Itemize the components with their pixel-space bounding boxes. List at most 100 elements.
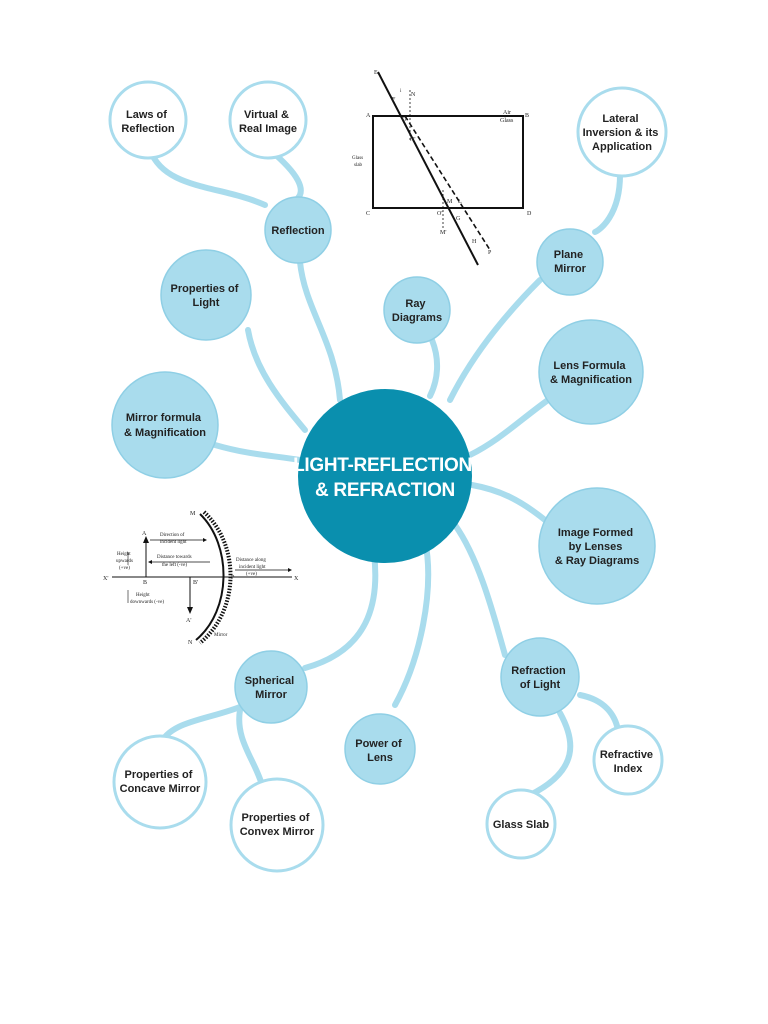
connector-mirror-formula: [212, 442, 303, 463]
power-of-lens-label: Power of Lens: [355, 738, 405, 764]
node-properties-convex[interactable]: Properties of Convex Mirror: [229, 777, 325, 873]
node-virtual-real-image[interactable]: Virtual & Real Image: [228, 80, 308, 160]
svg-text:Mirror: Mirror: [214, 633, 228, 638]
connector-ray-diagrams: [427, 337, 440, 399]
svg-text:G: G: [456, 216, 461, 222]
connector-refraction: [452, 522, 508, 658]
svg-text:incident light: incident light: [239, 565, 266, 570]
svg-text:Air: Air: [503, 110, 511, 116]
connector-laws: [147, 147, 268, 208]
svg-text:Direction of: Direction of: [160, 533, 185, 538]
connector-refractive: [577, 692, 621, 733]
central-node[interactable]: LIGHT-REFLECTION & REFRACTION: [293, 389, 477, 563]
svg-text:N: N: [411, 92, 416, 98]
svg-text:Glass: Glass: [500, 118, 514, 124]
laws-of-reflection-label: Laws of Reflection: [121, 109, 174, 135]
connector-properties-light: [245, 327, 308, 433]
svg-text:i: i: [400, 89, 402, 94]
mirror-formula-label: Mirror formula & Magnification: [124, 412, 206, 439]
ray-diagrams-label: Ray Diagrams: [392, 298, 442, 324]
node-laws-of-reflection[interactable]: Laws of Reflection: [108, 80, 188, 160]
spherical-mirror-label: Spherical Mirror: [245, 675, 298, 701]
lateral-inversion-label: Lateral Inversion & its Application: [583, 113, 662, 153]
fig-label-e: E: [374, 70, 378, 76]
svg-text:H: H: [472, 239, 477, 245]
node-lateral-inversion[interactable]: Lateral Inversion & its Application: [576, 86, 668, 178]
svg-text:upwards: upwards: [116, 559, 133, 564]
glass-slab-rect: [372, 115, 524, 209]
svg-text:incident light: incident light: [160, 540, 187, 545]
refractive-index-label: Refractive Index: [600, 749, 656, 775]
glass-slab-figure: E F N i A B O N' Air Glass Glass slab M …: [352, 70, 532, 266]
connector-convex: [236, 707, 265, 788]
svg-text:Distance towards: Distance towards: [157, 555, 192, 560]
svg-text:A: A: [366, 113, 371, 119]
svg-text:N: N: [188, 640, 193, 646]
node-refraction-of-light[interactable]: Refraction of Light: [500, 637, 580, 717]
connector-plane-mirror: [447, 277, 543, 403]
central-circle: [298, 389, 472, 563]
svg-text:O: O: [402, 117, 407, 123]
svg-text:D: D: [527, 211, 532, 217]
svg-text:Distance along: Distance along: [236, 558, 266, 563]
node-properties-concave[interactable]: Properties of Concave Mirror: [112, 734, 208, 830]
connector-reflection: [297, 259, 343, 403]
node-mirror-formula[interactable]: Mirror formula & Magnification: [111, 371, 219, 479]
node-lens-formula[interactable]: Lens Formula & Magnification: [538, 319, 644, 425]
svg-text:A: A: [142, 531, 147, 537]
lens-formula-label: Lens Formula & Magnification: [550, 360, 632, 386]
svg-text:C: C: [366, 211, 370, 217]
glass-slab-label: Glass Slab: [493, 819, 550, 831]
connector-power: [392, 537, 432, 708]
svg-text:P: P: [488, 250, 492, 256]
incident-refracted-ray: [377, 71, 479, 266]
reflection-label: Reflection: [271, 225, 324, 237]
svg-text:slab: slab: [354, 163, 363, 168]
node-reflection[interactable]: Reflection: [264, 196, 332, 264]
connector-lens-formula: [467, 397, 551, 458]
properties-convex-label: Properties of Convex Mirror: [240, 812, 315, 838]
node-refractive-index[interactable]: Refractive Index: [592, 724, 664, 796]
connector-image-formed: [469, 482, 548, 523]
svg-text:O': O': [437, 211, 442, 217]
svg-text:A': A': [186, 618, 191, 624]
virtual-real-image-label: Virtual & Real Image: [239, 109, 297, 135]
svg-text:Height: Height: [117, 552, 131, 557]
refraction-of-light-label: Refraction of Light: [511, 665, 568, 691]
concave-mirror-arc: [195, 513, 225, 641]
dashed-ray: [404, 115, 491, 251]
mirror-hatching: [198, 510, 233, 645]
svg-text:L: L: [458, 199, 462, 205]
svg-text:(+ve): (+ve): [246, 572, 257, 577]
svg-text:X: X: [294, 576, 299, 582]
svg-text:M: M: [447, 199, 453, 205]
svg-text:B: B: [143, 580, 147, 586]
node-properties-of-light[interactable]: Properties of Light: [160, 249, 252, 341]
plane-mirror-label: Plane Mirror: [554, 249, 587, 275]
node-image-formed-lenses[interactable]: Image Formed by Lenses & Ray Diagrams: [538, 487, 656, 605]
svg-text:B': B': [193, 580, 198, 586]
svg-text:the left (-ve): the left (-ve): [162, 563, 187, 568]
svg-text:F: F: [392, 97, 396, 103]
properties-concave-label: Properties of Concave Mirror: [120, 769, 201, 795]
svg-text:Height: Height: [136, 593, 150, 598]
leaf-nodes: Laws of Reflection Virtual & Real Image …: [108, 80, 668, 873]
node-plane-mirror[interactable]: Plane Mirror: [536, 228, 604, 296]
svg-text:(+ve): (+ve): [119, 566, 130, 571]
svg-text:P: P: [231, 575, 235, 581]
properties-of-light-label: Properties of Light: [171, 283, 242, 309]
svg-text:downwards (-ve): downwards (-ve): [130, 600, 164, 605]
svg-text:B: B: [525, 113, 529, 119]
node-spherical-mirror[interactable]: Spherical Mirror: [234, 650, 308, 724]
node-power-of-lens[interactable]: Power of Lens: [344, 713, 416, 785]
node-ray-diagrams[interactable]: Ray Diagrams: [383, 276, 451, 344]
svg-text:Glass: Glass: [352, 156, 363, 161]
svg-text:M: M: [190, 511, 196, 517]
connector-lateral: [592, 172, 623, 235]
svg-text:N': N': [410, 137, 415, 143]
node-glass-slab[interactable]: Glass Slab: [485, 788, 557, 860]
svg-text:X': X': [103, 576, 108, 582]
image-formed-lenses-label: Image Formed by Lenses & Ray Diagrams: [555, 527, 639, 567]
central-title: LIGHT-REFLECTION & REFRACTION: [293, 455, 477, 501]
